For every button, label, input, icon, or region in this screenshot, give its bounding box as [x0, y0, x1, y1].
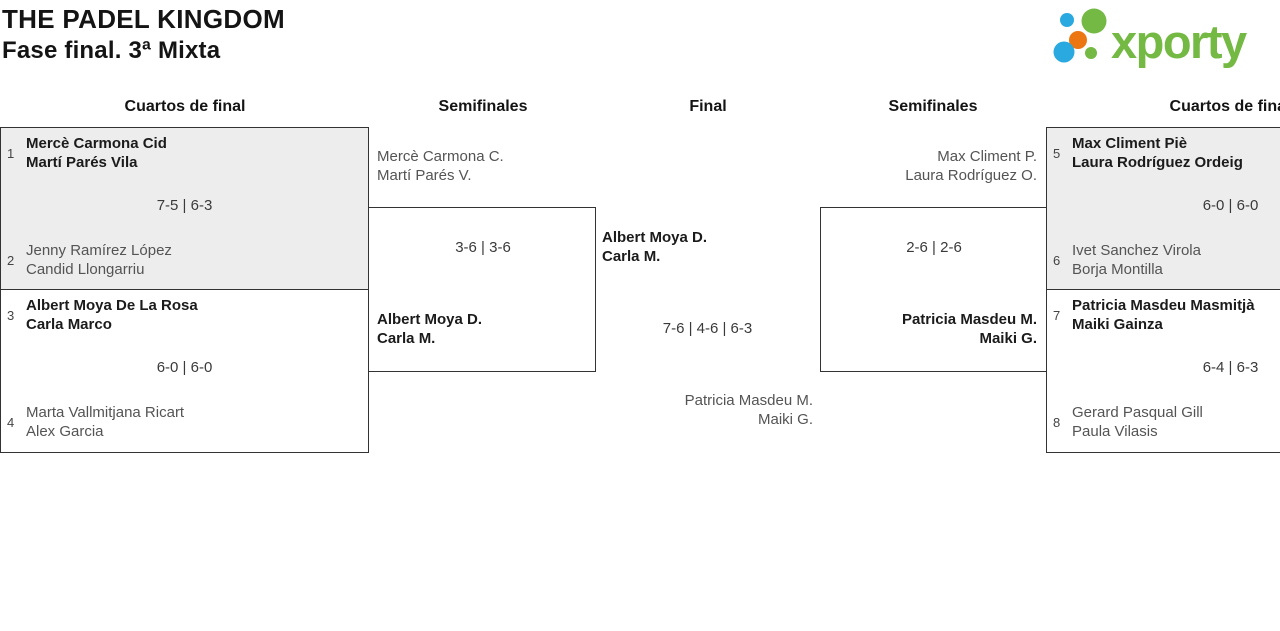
- player-name: Carla M.: [377, 330, 436, 347]
- team-names: Albert Moya De La Rosa Carla Marco: [26, 296, 362, 334]
- team-row: 7 Patricia Masdeu Masmitjà Maiki Gainza: [1053, 296, 1280, 334]
- player-name: Gerard Pasqual Gill: [1072, 404, 1203, 421]
- logo-dot-green-small: [1085, 47, 1097, 59]
- logo-wordmark: xporty: [1111, 15, 1247, 68]
- player-name: Mercè Carmona Cid: [26, 135, 167, 152]
- player-name: Patricia Masdeu M.: [684, 392, 813, 409]
- player-name: Carla Marco: [26, 316, 112, 333]
- final-team-bottom: Patricia Masdeu M. Maiki G.: [596, 391, 813, 429]
- seed-number: 8: [1053, 414, 1061, 430]
- team-row: 4 Marta Vallmitjana Ricart Alex Garcia: [7, 403, 362, 441]
- team-names: Mercè Carmona Cid Martí Parés Vila: [26, 134, 362, 172]
- seed-number: 3: [7, 307, 15, 323]
- team-row: 3 Albert Moya De La Rosa Carla Marco: [7, 296, 362, 334]
- team-names: Jenny Ramírez López Candid Llongarriu: [26, 241, 362, 279]
- round-header-sf-left: Semifinales: [438, 98, 528, 115]
- sf-right-score: 2-6 | 2-6: [906, 239, 962, 256]
- player-name: Albert Moya De La Rosa: [26, 297, 198, 314]
- seed-number: 5: [1053, 145, 1061, 161]
- player-name: Patricia Masdeu M.: [901, 311, 1037, 328]
- team-row: 2 Jenny Ramírez López Candid Llongarriu: [7, 241, 362, 279]
- match-sf-left[interactable]: [368, 207, 596, 372]
- team-names: Marta Vallmitjana Ricart Alex Garcia: [26, 403, 362, 441]
- player-name: Paula Vilasis: [1072, 423, 1158, 440]
- logo-dot-blue-big: [1053, 41, 1075, 63]
- xporty-logo[interactable]: xporty: [1045, 2, 1280, 72]
- sf-left-score: 3-6 | 3-6: [455, 239, 511, 256]
- logo-dot-green-big: [1081, 8, 1107, 34]
- player-name: Laura Rodríguez Ordeig: [1072, 154, 1243, 171]
- player-name: Max Climent P.: [937, 148, 1037, 165]
- team-names: Ivet Sanchez Virola Borja Montilla: [1072, 241, 1280, 279]
- match-qf-right-2[interactable]: 7 Patricia Masdeu Masmitjà Maiki Gainza …: [1046, 289, 1280, 453]
- round-header-sf-right: Semifinales: [888, 98, 978, 115]
- team-names: Max Climent Piè Laura Rodríguez Ordeig: [1072, 134, 1280, 172]
- match-score: 6-0 | 6-0: [156, 359, 213, 376]
- player-name: Albert Moya D.: [602, 229, 708, 246]
- player-name: Max Climent Piè: [1072, 135, 1188, 152]
- player-name: Jenny Ramírez López: [26, 242, 172, 259]
- sf-left-team-bottom: Albert Moya D. Carla M.: [377, 310, 482, 348]
- sf-right-team-bottom: Patricia Masdeu M. Maiki G.: [822, 310, 1037, 348]
- page-subtitle: Fase final. 3ª Mixta: [2, 37, 221, 64]
- seed-number: 4: [7, 414, 15, 430]
- match-qf-left-1[interactable]: 1 Mercè Carmona Cid Martí Parés Vila 7-5…: [0, 127, 369, 290]
- player-name: Patricia Masdeu Masmitjà: [1072, 297, 1255, 314]
- team-row: 1 Mercè Carmona Cid Martí Parés Vila: [7, 134, 362, 172]
- page-title: THE PADEL KINGDOM: [2, 4, 285, 34]
- player-name: Maiki G.: [979, 330, 1037, 347]
- match-qf-left-2[interactable]: 3 Albert Moya De La Rosa Carla Marco 6-0…: [0, 289, 369, 453]
- player-name: Albert Moya D.: [377, 311, 483, 328]
- player-name: Carla M.: [602, 248, 661, 265]
- round-header-qf-left: Cuartos de final: [124, 98, 246, 115]
- final-score: 7-6 | 4-6 | 6-3: [662, 320, 753, 337]
- match-score: 6-0 | 6-0: [1202, 197, 1259, 214]
- team-row: 6 Ivet Sanchez Virola Borja Montilla: [1053, 241, 1280, 279]
- logo-dot-orange: [1069, 31, 1087, 49]
- player-name: Martí Parés Vila: [26, 154, 138, 171]
- team-names: Gerard Pasqual Gill Paula Vilasis: [1072, 403, 1280, 441]
- round-header-qf-right: Cuartos de final: [1169, 98, 1280, 115]
- sf-right-team-top: Max Climent P. Laura Rodríguez O.: [822, 147, 1037, 185]
- match-score: 7-5 | 6-3: [156, 197, 213, 214]
- player-name: Ivet Sanchez Virola: [1072, 242, 1201, 259]
- match-sf-right[interactable]: [820, 207, 1048, 372]
- player-name: Martí Parés V.: [377, 167, 472, 184]
- player-name: Mercè Carmona C.: [377, 148, 504, 165]
- player-name: Maiki Gainza: [1072, 316, 1163, 333]
- team-names: Patricia Masdeu Masmitjà Maiki Gainza: [1072, 296, 1280, 334]
- player-name: Maiki G.: [757, 411, 813, 428]
- match-score: 6-4 | 6-3: [1202, 359, 1259, 376]
- logo-dot-blue-small: [1060, 13, 1074, 27]
- player-name: Marta Vallmitjana Ricart: [26, 404, 185, 421]
- final-team-top: Albert Moya D. Carla M.: [602, 228, 707, 266]
- team-row: 5 Max Climent Piè Laura Rodríguez Ordeig: [1053, 134, 1280, 172]
- round-header-final: Final: [689, 98, 727, 115]
- player-name: Laura Rodríguez O.: [905, 167, 1037, 184]
- seed-number: 1: [7, 145, 15, 161]
- seed-number: 6: [1053, 252, 1061, 268]
- sf-left-team-top: Mercè Carmona C. Martí Parés V.: [377, 147, 504, 185]
- player-name: Borja Montilla: [1072, 261, 1163, 278]
- seed-number: 7: [1053, 307, 1061, 323]
- seed-number: 2: [7, 252, 15, 268]
- player-name: Candid Llongarriu: [26, 261, 145, 278]
- team-row: 8 Gerard Pasqual Gill Paula Vilasis: [1053, 403, 1280, 441]
- match-qf-right-1[interactable]: 5 Max Climent Piè Laura Rodríguez Ordeig…: [1046, 127, 1280, 290]
- player-name: Alex Garcia: [26, 423, 104, 440]
